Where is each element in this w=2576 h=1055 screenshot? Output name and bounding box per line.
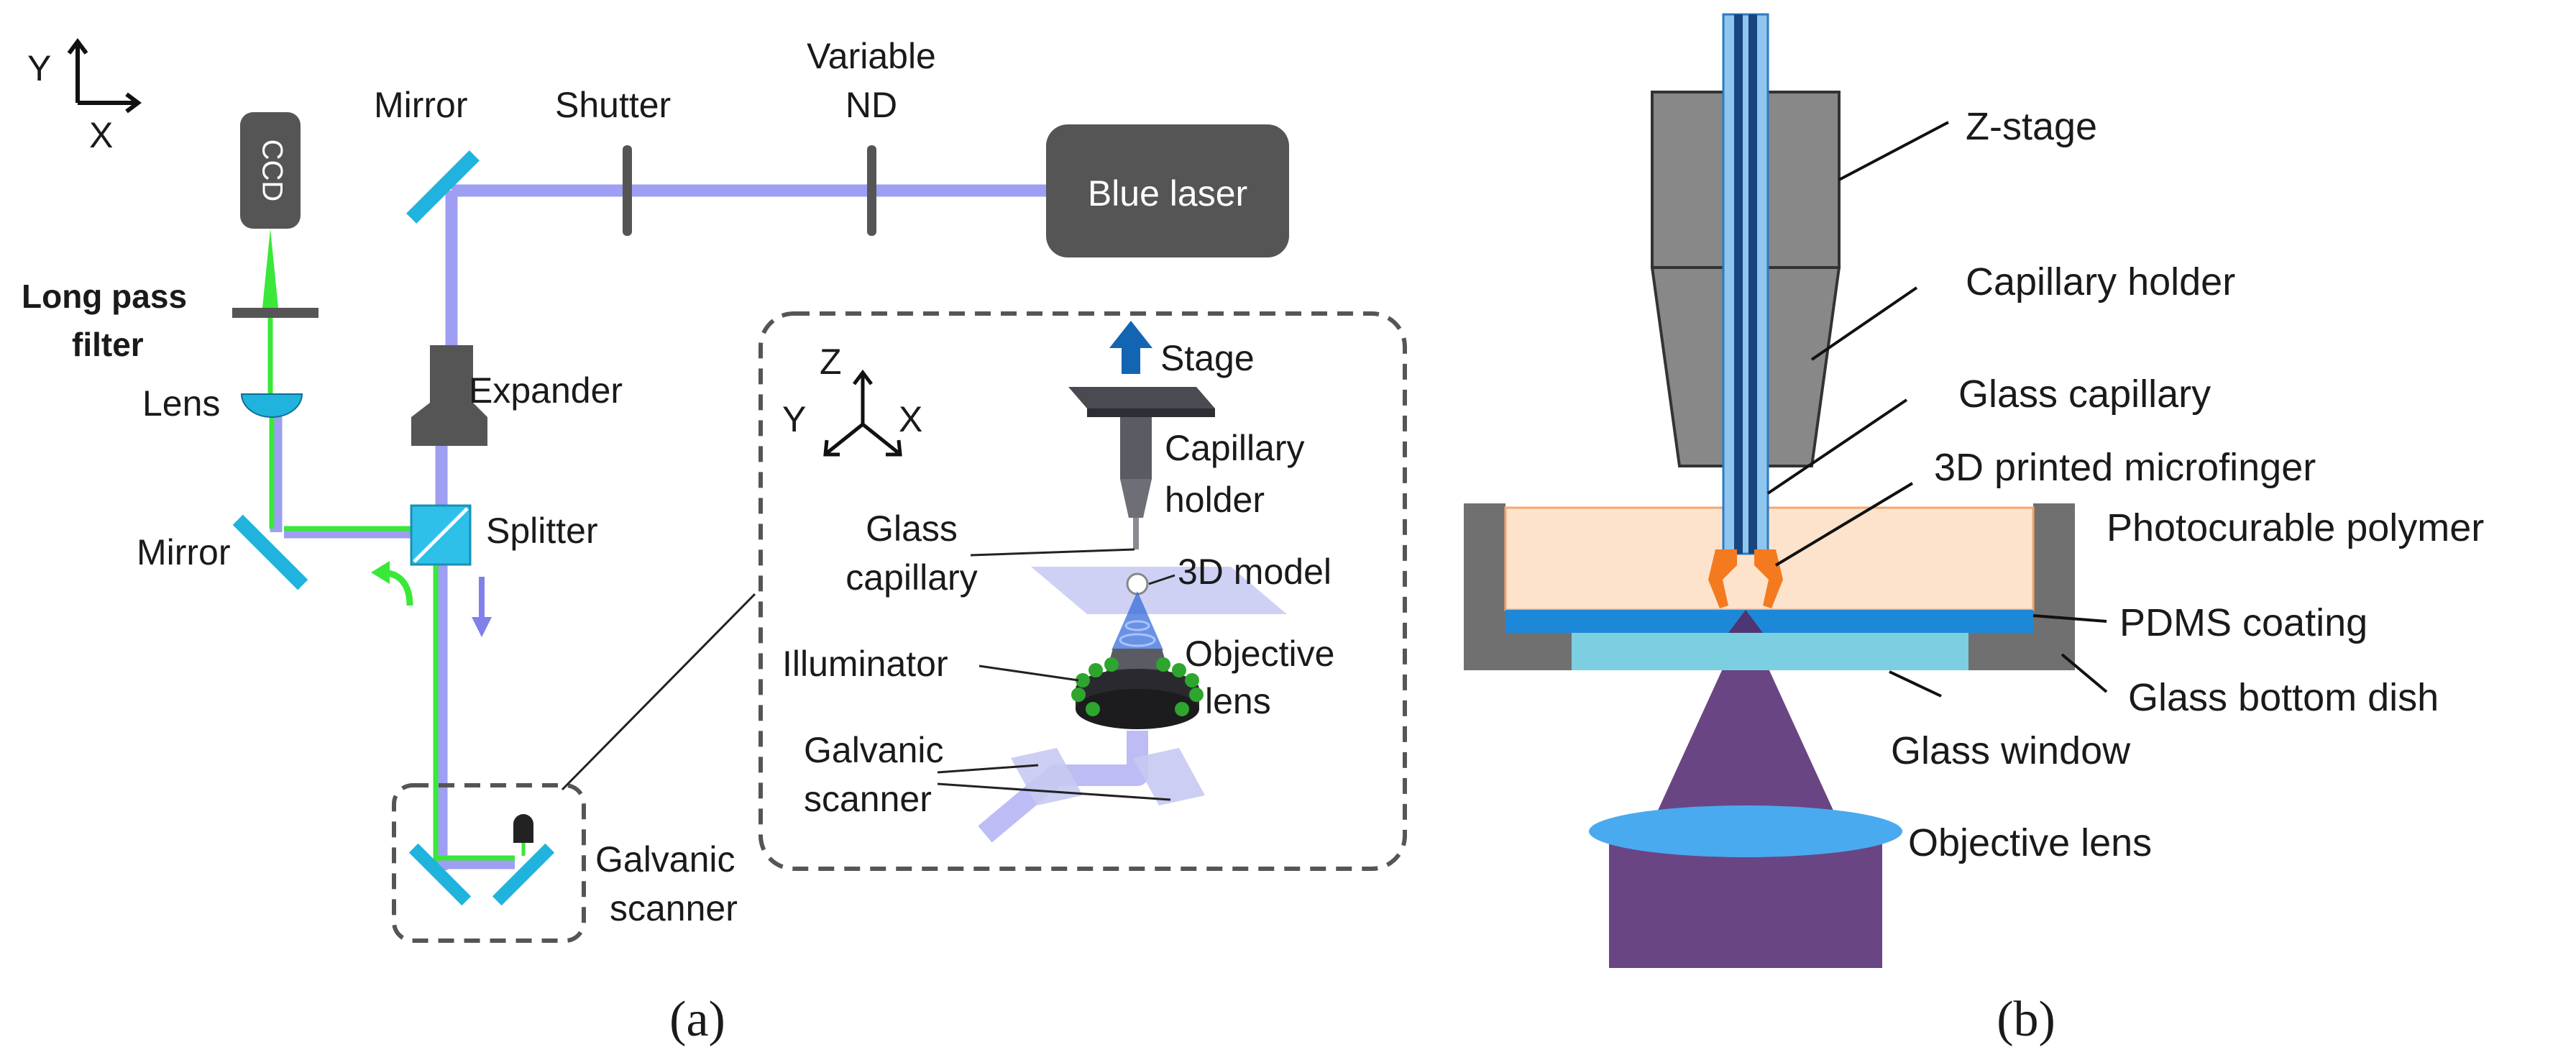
galvo-mirror-2 bbox=[492, 843, 555, 906]
beam-splitter bbox=[410, 504, 472, 566]
splitter-label: Splitter bbox=[486, 511, 598, 551]
stage-plate bbox=[1068, 387, 1215, 417]
galvo-motor-icon bbox=[513, 814, 533, 856]
shutter-label: Shutter bbox=[555, 85, 671, 125]
glass-window bbox=[1572, 633, 1968, 670]
inset-capillary-holder bbox=[1120, 417, 1152, 549]
pdms-coating bbox=[1505, 610, 2033, 633]
inset-capholder-label-2: holder bbox=[1165, 480, 1265, 520]
lens-label: Lens bbox=[142, 383, 220, 424]
inset-glasscap-label-1: Glass bbox=[866, 508, 958, 549]
shutter bbox=[623, 145, 632, 236]
inset-objective-label-1: Objective bbox=[1185, 634, 1334, 674]
stage-up-arrow bbox=[1109, 321, 1152, 374]
inset-axis-x: X bbox=[899, 399, 922, 439]
caption-b: (b) bbox=[1997, 992, 2055, 1047]
inset-connector-top bbox=[561, 593, 756, 791]
variable-nd-filter bbox=[867, 145, 876, 236]
z-stage-label: Z-stage bbox=[1966, 105, 2097, 148]
galvanic-label-1: Galvanic bbox=[595, 839, 735, 880]
inset-stage-label: Stage bbox=[1160, 338, 1255, 378]
blue-laser-box bbox=[1046, 124, 1289, 257]
inset-galvo-mirror-2 bbox=[1133, 748, 1205, 805]
inset-objective-label-2: lens bbox=[1205, 681, 1271, 721]
panel-b-leaders bbox=[1766, 121, 2108, 698]
objective-lens bbox=[1589, 805, 1902, 857]
glass-window-label: Glass window bbox=[1891, 729, 2131, 772]
inset-galvanic-label-1: Galvanic bbox=[804, 730, 944, 770]
ccd-camera: CCD bbox=[240, 112, 301, 229]
ccd-label: CCD bbox=[256, 140, 288, 202]
inset-illuminator-label: Illuminator bbox=[782, 644, 948, 684]
green-arrow-to-ccd bbox=[262, 229, 279, 394]
capillary-holder-label: Capillary holder bbox=[1966, 260, 2235, 303]
glass-capillary bbox=[1722, 13, 1769, 555]
inset-glasscap-label-2: capillary bbox=[845, 557, 977, 598]
inset-capholder-label-1: Capillary bbox=[1165, 428, 1305, 468]
galvanic-leader-1 bbox=[937, 764, 1039, 774]
long-pass-label-2: filter bbox=[72, 326, 144, 363]
long-pass-label-1: Long pass bbox=[22, 278, 187, 315]
blue-laser-label: Blue laser bbox=[1088, 173, 1247, 214]
dish-left-base bbox=[1464, 633, 1572, 670]
pdms-label: PDMS coating bbox=[2119, 601, 2368, 644]
galvo-mirror-1 bbox=[408, 843, 472, 906]
galvanic-label-2: scanner bbox=[610, 888, 738, 928]
inset-objective bbox=[1076, 649, 1199, 729]
objective-lens-label: Objective lens bbox=[1908, 821, 2152, 864]
illuminator-leader bbox=[978, 664, 1079, 682]
glasscap-leader bbox=[970, 548, 1135, 557]
galvanic-dashed-box bbox=[392, 783, 586, 943]
blue-down-arrow bbox=[472, 577, 492, 637]
variable-nd-label-1: Variable bbox=[807, 36, 936, 76]
xyz-axes-icon bbox=[823, 369, 902, 457]
inset-galvo-mirror-1 bbox=[1011, 748, 1083, 805]
glass-capillary-label: Glass capillary bbox=[1958, 373, 2211, 416]
lens-icon bbox=[240, 393, 303, 418]
panel-a: Y X CCD Long pass bbox=[22, 36, 1407, 1047]
dish-right-base bbox=[1968, 633, 2075, 670]
microfinger-label: 3D printed microfinger bbox=[1934, 446, 2316, 489]
inset-beam bbox=[978, 731, 1148, 843]
inset-glass-slide bbox=[1031, 567, 1287, 614]
inset-panel: Z Y X Stage Capillary holder bbox=[758, 311, 1407, 871]
focus-tip bbox=[1728, 610, 1763, 633]
galvanic-leader-2 bbox=[937, 782, 1171, 801]
axis-x-label: X bbox=[89, 115, 113, 155]
light-cone bbox=[1654, 618, 1838, 820]
left-mirror bbox=[232, 514, 308, 590]
inset-axis-z: Z bbox=[820, 342, 842, 382]
axis-y-label: Y bbox=[27, 48, 51, 88]
mirror-left-label: Mirror bbox=[137, 532, 231, 572]
inset-galvanic-label-2: scanner bbox=[804, 779, 932, 819]
inset-axis-y: Y bbox=[782, 399, 806, 439]
illuminator-led-ring bbox=[1071, 657, 1204, 716]
glass-bottom-dish-label: Glass bottom dish bbox=[2128, 676, 2439, 719]
mirror-top-label: Mirror bbox=[374, 85, 468, 125]
photocurable-label: Photocurable polymer bbox=[2107, 506, 2484, 549]
panel-b: Z-stage Capillary holder Glass capillary… bbox=[1464, 13, 2484, 1047]
long-pass-filter bbox=[232, 308, 318, 318]
top-mirror bbox=[406, 150, 480, 224]
inset-dashed-box bbox=[758, 311, 1407, 871]
caption-a: (a) bbox=[669, 992, 725, 1047]
expander bbox=[411, 345, 487, 446]
3dmodel-leader bbox=[1148, 574, 1175, 585]
expander-label: Expander bbox=[469, 370, 623, 411]
variable-nd-label-2: ND bbox=[845, 85, 897, 125]
xy-axes-icon bbox=[67, 38, 142, 114]
inset-3d-model bbox=[1126, 572, 1149, 595]
inset-3dmodel-label: 3D model bbox=[1178, 552, 1331, 592]
